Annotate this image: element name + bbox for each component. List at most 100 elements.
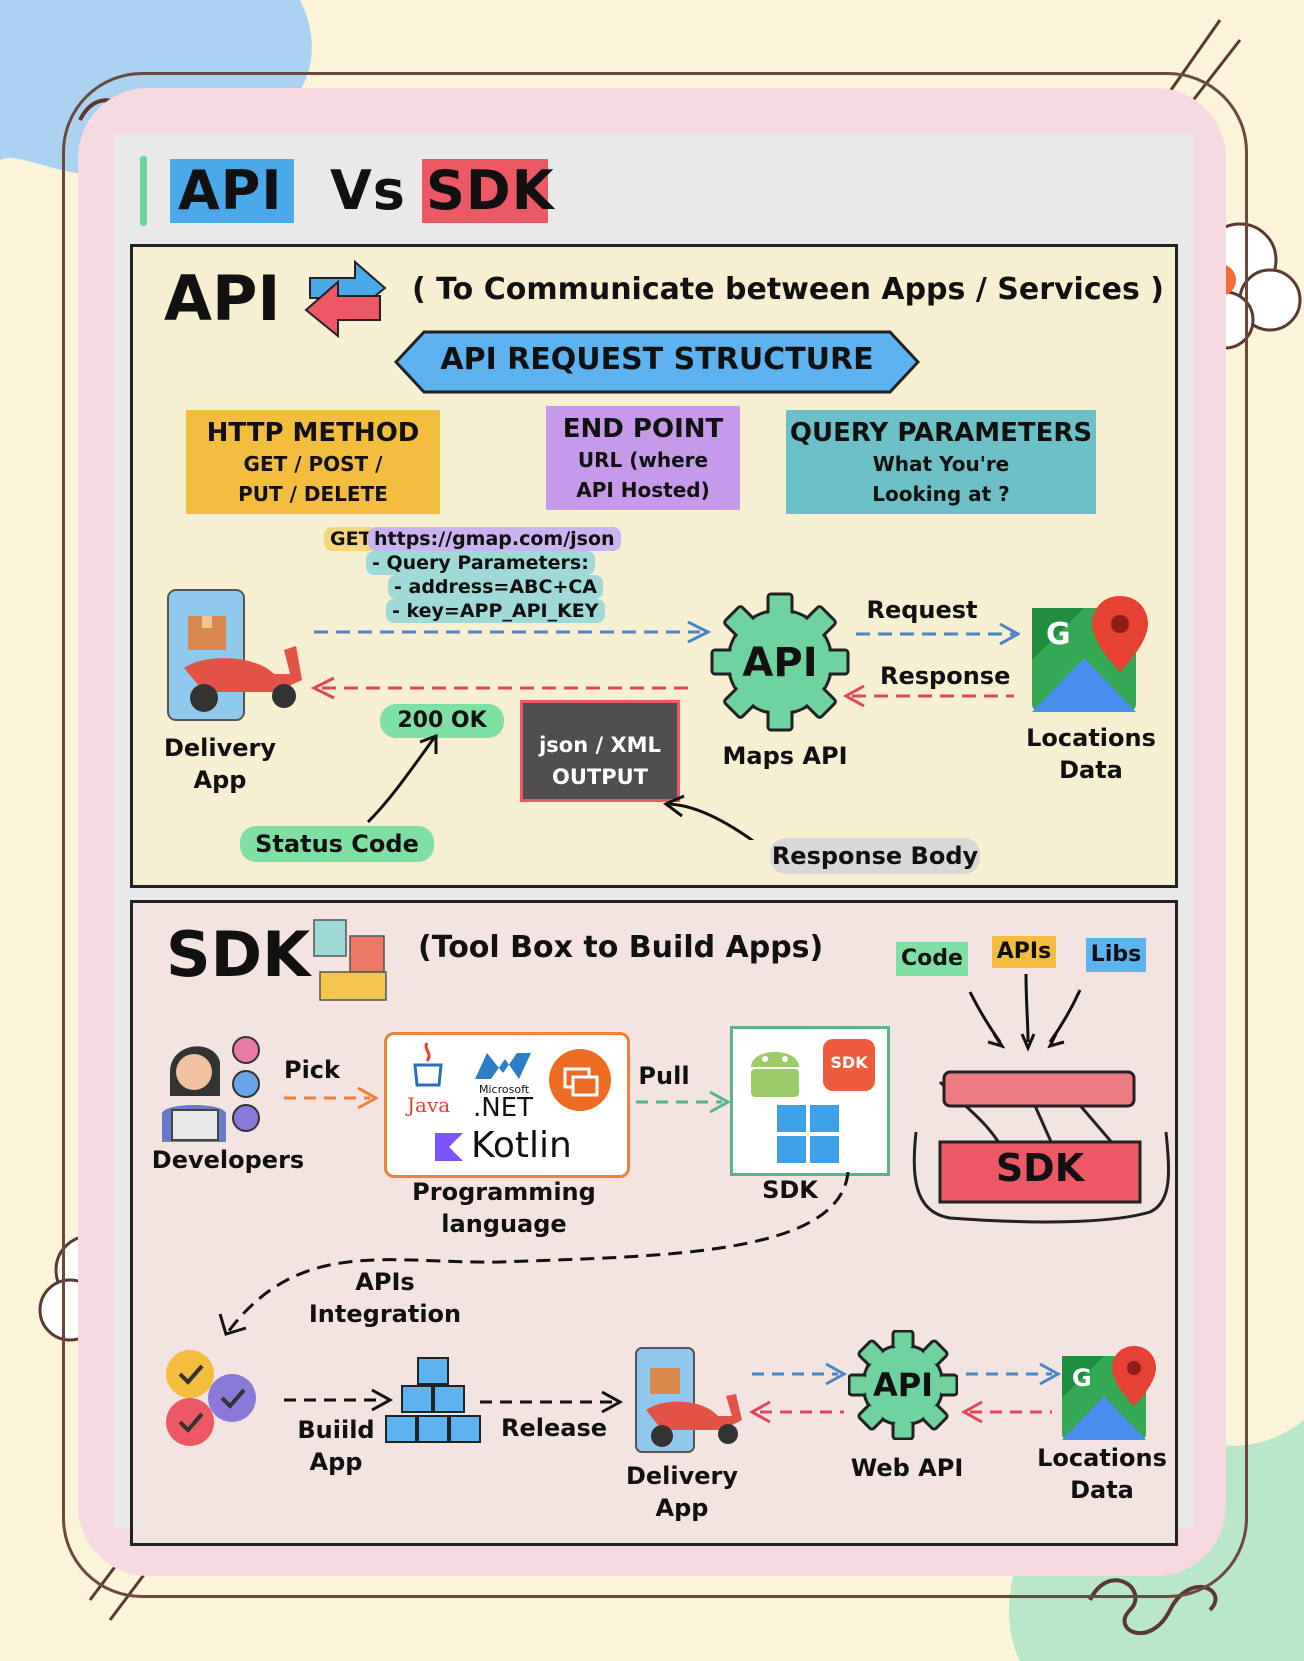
sdk-toolbox-icon [912, 973, 1170, 1224]
http-method-box: HTTP METHOD GET / POST / PUT / DELETE [186, 410, 440, 514]
query-parameters-title: QUERY PARAMETERS [789, 418, 1093, 448]
build-release-arrows [284, 1388, 624, 1414]
delivery-app-small-icon [635, 1347, 742, 1453]
locations-data-line1: Locations [1026, 724, 1156, 752]
request-url: https://gmap.com/json [368, 527, 621, 551]
programming-language-label: Programming language [384, 1176, 624, 1240]
sdk-tag-code: Code [896, 942, 968, 976]
locations-data-small-label: Locations Data [1024, 1442, 1180, 1506]
query-parameters-line2: Looking at ? [872, 482, 1010, 506]
web-api-flow-arrows [748, 1362, 1062, 1424]
json-xml-output-box: json / XML OUTPUT [520, 700, 680, 802]
output-text: json / XML OUTPUT [523, 729, 677, 793]
building-blocks-icon [313, 919, 387, 1001]
windows-icon [777, 1105, 839, 1163]
api-gear-icon [710, 592, 850, 732]
api-flow-arrows [310, 620, 1020, 708]
delivery-app-small-line2: App [655, 1494, 709, 1522]
api-subtitle: ( To Communicate between Apps / Services… [412, 272, 1164, 307]
locations-data-small-line2: Data [1070, 1476, 1134, 1504]
pick-pull-arrows [284, 1086, 732, 1114]
end-point-title: END POINT [562, 414, 724, 444]
locations-data-label: Locations Data [1008, 722, 1174, 786]
toolbox-label: SDK [995, 1146, 1085, 1190]
build-app-line2: App [309, 1448, 363, 1476]
title-accent-bar [140, 156, 147, 226]
apis-integration-arrow [218, 1171, 850, 1336]
request-params-header: - Query Parameters: [366, 551, 595, 575]
outer-frame [62, 72, 1248, 1598]
http-method-line2: PUT / DELETE [238, 482, 388, 506]
http-method-title: HTTP METHOD [206, 418, 420, 448]
apis-integration-label: APIs Integration [300, 1266, 470, 1330]
dotnet-label: .NET [473, 1093, 534, 1123]
delivery-app-label: Delivery App [150, 732, 290, 796]
java-label: Java [407, 1093, 451, 1117]
api-request-structure-banner: API REQUEST STRUCTURE [440, 342, 874, 377]
request-param-address: - address=ABC+CA [388, 575, 604, 599]
query-parameters-line1: What You're [872, 452, 1010, 476]
programming-languages-box: Java Microsoft .NET Kotlin [384, 1032, 630, 1178]
microsoft-label: Microsoft [479, 1083, 530, 1096]
web-api-label: Web API [850, 1454, 964, 1482]
output-line1: json / XML [539, 733, 661, 757]
exchange-arrows-icon [304, 259, 387, 339]
sdk-subtitle: (Tool Box to Build Apps) [418, 930, 824, 965]
delivery-app-line2: App [193, 766, 247, 794]
pick-label: Pick [283, 1056, 340, 1084]
status-200-ok: 200 OK [380, 704, 504, 738]
svg-text:G: G [1046, 617, 1071, 652]
google-maps-small-icon: G [1062, 1346, 1156, 1440]
svg-text:G: G [1072, 1364, 1092, 1392]
release-label: Release [500, 1414, 608, 1442]
end-point-line1: URL (where [577, 448, 709, 472]
end-point-box: END POINT URL (where API Hosted) [546, 406, 740, 510]
response-body-label: Response Body [770, 838, 980, 874]
apis-integration-line1: APIs [355, 1268, 415, 1296]
delivery-app-small-label: Delivery App [614, 1460, 750, 1524]
kotlin-logo-icon [435, 1133, 463, 1161]
programming-language-line1: Programming [412, 1178, 596, 1206]
language-badge-icon [549, 1049, 611, 1111]
java-cup-icon [413, 1042, 443, 1087]
title-vs: Vs [330, 159, 406, 222]
settings-gears-icon [166, 1350, 256, 1446]
sdk-badge-icon: SDK [823, 1039, 875, 1091]
pull-label: Pull [638, 1062, 690, 1090]
query-parameters-box: QUERY PARAMETERS What You're Looking at … [786, 410, 1096, 514]
title-sdk: SDK [426, 159, 555, 222]
locations-data-small-line1: Locations [1037, 1444, 1167, 1472]
build-app-label: Buiild App [286, 1414, 386, 1478]
delivery-app-small-line1: Delivery [625, 1462, 739, 1490]
web-api-gear-icon [848, 1330, 958, 1440]
build-app-line1: Buiild [297, 1416, 375, 1444]
delivery-app-line1: Delivery [163, 734, 277, 762]
api-request-structure-banner-shape [394, 330, 920, 394]
request-label: Request [866, 596, 978, 624]
sdk-badge-text: SDK [830, 1053, 868, 1072]
cubes-icon [385, 1357, 481, 1443]
request-param-key: - key=APP_API_KEY [386, 599, 605, 623]
response-label: Response [880, 662, 1011, 690]
api-heading: API [164, 262, 281, 335]
android-icon [751, 1052, 799, 1097]
http-method-line1: GET / POST / [243, 452, 383, 476]
apis-integration-line2: Integration [308, 1300, 462, 1328]
status-and-body-arrows [366, 733, 755, 840]
web-api-gear-text: API [872, 1366, 934, 1404]
end-point-line2: API Hosted) [576, 478, 710, 502]
delivery-app-icon [167, 589, 302, 721]
kotlin-label: Kotlin [471, 1125, 572, 1166]
sdk-platforms-label: SDK [762, 1176, 818, 1204]
dotnet-logo-icon [475, 1053, 531, 1079]
sdk-heading: SDK [166, 918, 311, 991]
google-maps-icon: G [1032, 596, 1148, 712]
sdk-platforms-box: SDK [730, 1026, 890, 1176]
output-line2: OUTPUT [552, 765, 648, 789]
sdk-tag-apis: APIs [992, 936, 1056, 968]
title-sdk-highlight [422, 159, 548, 223]
title-api: API [178, 159, 283, 222]
locations-data-line2: Data [1059, 756, 1123, 784]
api-gear-text: API [742, 640, 818, 686]
programming-language-line2: language [441, 1210, 567, 1238]
